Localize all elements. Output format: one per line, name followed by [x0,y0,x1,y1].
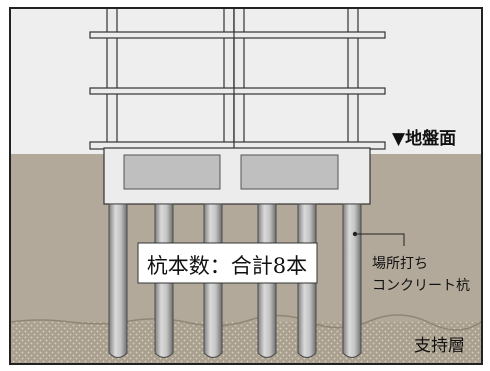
pile-type-label-line1: 場所打ち [372,255,428,272]
leader-dot [352,231,358,237]
bearing-layer-label: 支持層 [414,336,465,356]
column-center-left [223,7,235,149]
pile [342,203,362,358]
column-right [347,7,359,149]
pile [108,203,128,358]
foundation-block-left [123,154,221,190]
pile-type-leader [355,233,405,246]
pile-type-label-line2: コンクリート杭 [372,278,470,294]
diagram-border [9,7,483,365]
pile-count-box [137,242,318,284]
foundation-block-right [240,154,339,190]
column-left [106,7,118,149]
bearing-layer-texture [10,322,482,364]
bearing-layer-boundary [9,314,483,331]
pile-count-label: 杭本数：合計8本 [147,254,307,278]
column-center-right [233,7,245,149]
ground-level-label: ▼地盤面 [392,128,456,149]
